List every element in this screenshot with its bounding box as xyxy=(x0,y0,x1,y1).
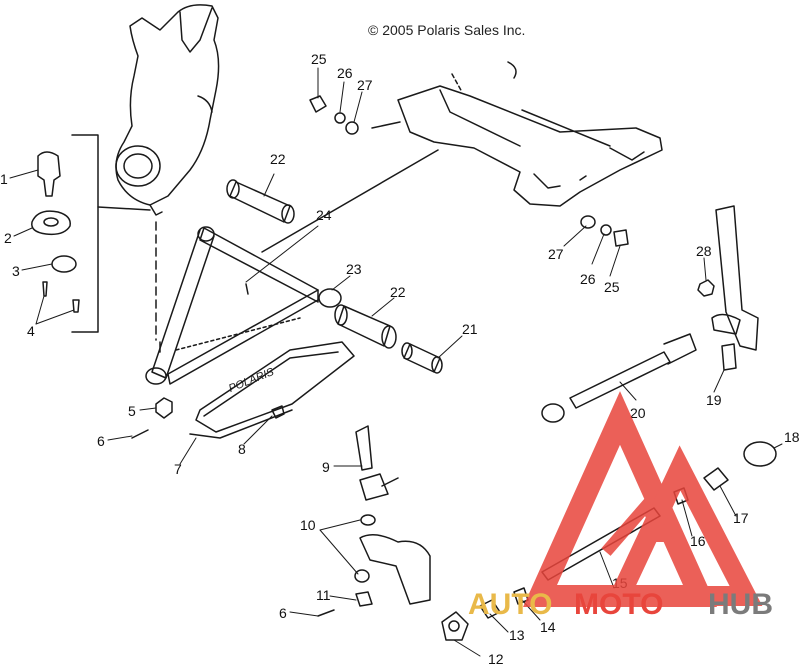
callout-4: 4 xyxy=(27,323,35,339)
washer-10b xyxy=(354,569,370,583)
a-arm xyxy=(145,226,342,385)
callout-5: 5 xyxy=(128,403,136,419)
lock-nut xyxy=(155,397,173,419)
callout-6a: 6 xyxy=(97,433,105,449)
vehicle-frame xyxy=(371,61,663,207)
cotter-pin-a xyxy=(131,429,149,439)
nut-26-upper xyxy=(334,112,346,124)
callout-20: 20 xyxy=(630,405,646,421)
callout-11: 11 xyxy=(316,587,331,603)
watermark-g-shape xyxy=(601,495,675,556)
bolt-19 xyxy=(721,343,737,371)
watermark-text: AUTO MOTO HUB xyxy=(468,588,773,621)
callout-14: 14 xyxy=(540,619,556,635)
callout-17: 17 xyxy=(733,510,749,526)
watermark-auto: AUTO xyxy=(468,588,552,621)
skid-plate: POLARIS xyxy=(189,341,355,439)
group-bracket xyxy=(71,134,99,333)
dust-cap xyxy=(51,255,77,273)
callout-28: 28 xyxy=(696,243,712,259)
bolt-8 xyxy=(271,405,285,419)
bolt-25-lower xyxy=(613,229,629,247)
washer-10a xyxy=(360,514,376,526)
sleeve xyxy=(401,342,443,374)
callout-1: 1 xyxy=(0,171,8,187)
nut-26-lower xyxy=(600,224,612,236)
screw-a xyxy=(42,281,48,297)
callout-6b: 6 xyxy=(279,605,287,621)
callout-13: 13 xyxy=(509,627,525,643)
nut-28 xyxy=(697,279,715,297)
jam-nut-13 xyxy=(479,599,501,619)
watermark-hub: HUB xyxy=(708,588,773,621)
leader-lines xyxy=(9,67,783,657)
callout-7: 7 xyxy=(174,461,182,477)
callout-labels: 1 2 3 4 5 6 7 8 9 10 11 6 12 13 14 15 16… xyxy=(0,51,800,667)
jam-nut-17 xyxy=(703,467,729,491)
steering-post xyxy=(711,205,759,351)
bushing-upper xyxy=(226,179,295,224)
ball-joint xyxy=(37,151,61,197)
watermark-moto: MOTO xyxy=(574,588,663,621)
steering-arm-bracket xyxy=(359,534,431,605)
callout-27a: 27 xyxy=(357,77,373,93)
watermark-logo xyxy=(522,391,763,607)
callout-9: 9 xyxy=(322,459,330,475)
nut-11 xyxy=(355,591,373,607)
callout-18: 18 xyxy=(784,429,800,445)
screw-b xyxy=(72,299,80,313)
callout-8: 8 xyxy=(238,441,246,457)
callout-16: 16 xyxy=(690,533,706,549)
callout-26b: 26 xyxy=(580,271,596,287)
callout-19: 19 xyxy=(706,392,722,408)
copyright-notice: © 2005 Polaris Sales Inc. xyxy=(368,22,526,38)
callout-25a: 25 xyxy=(311,51,327,67)
rod-end-12 xyxy=(441,611,469,641)
watermark-triangle-outer xyxy=(522,391,718,607)
steering-knuckle xyxy=(115,4,220,216)
callout-22a: 22 xyxy=(270,151,286,167)
bolt-25-upper xyxy=(309,95,327,113)
washer-27-lower xyxy=(580,215,596,229)
cotter-pin-b xyxy=(317,609,335,617)
svg-text:POLARIS: POLARIS xyxy=(227,366,276,395)
callout-26a: 26 xyxy=(337,65,353,81)
callout-12: 12 xyxy=(488,651,504,664)
callout-10: 10 xyxy=(300,517,316,533)
callout-23: 23 xyxy=(346,261,362,277)
callout-22b: 22 xyxy=(390,284,406,300)
callout-2: 2 xyxy=(4,230,12,246)
bolt-9 xyxy=(355,425,373,471)
washer-27-upper xyxy=(345,121,359,135)
rod-end-lower xyxy=(359,473,389,501)
callout-21: 21 xyxy=(462,321,478,337)
callout-27b: 27 xyxy=(548,246,564,262)
bushing-lower xyxy=(334,304,397,349)
callout-25b: 25 xyxy=(604,279,620,295)
tie-rod-end-18 xyxy=(743,441,777,467)
tie-rod xyxy=(541,333,697,423)
callout-3: 3 xyxy=(12,263,20,279)
retainer-plate xyxy=(31,210,71,236)
callout-24: 24 xyxy=(316,207,332,223)
